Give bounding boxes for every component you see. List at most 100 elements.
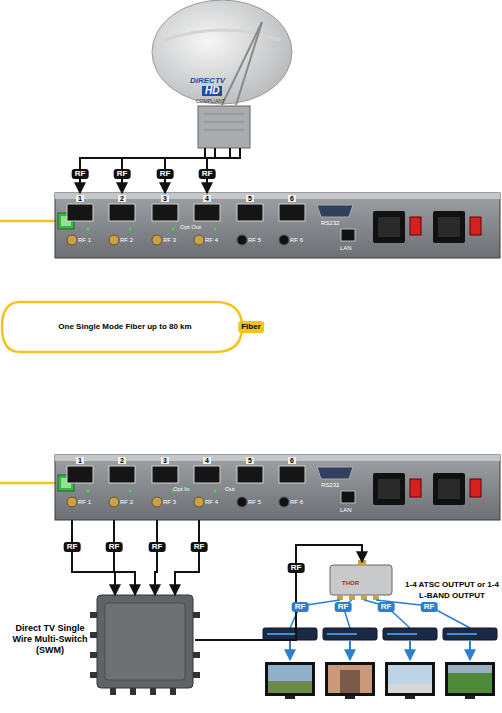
fiber-loop (2, 302, 242, 352)
cable-label: RF (114, 169, 131, 179)
rf-cable (290, 600, 340, 628)
tv-screen (388, 665, 432, 693)
port-label: RF 3 (163, 237, 176, 243)
rf-cable (155, 520, 157, 595)
port-number: 5 (246, 457, 254, 464)
cable-label: RF (288, 563, 305, 573)
multiswitch-port (193, 612, 200, 618)
panel-label: Out (225, 486, 235, 492)
tv-screen (448, 665, 492, 693)
fiber-receiver-unit: 123456RF 1RF 2RF 3RF 4RF 5RF 6Opt InOutR… (55, 455, 500, 520)
receiver (323, 628, 377, 640)
port-number: 6 (288, 195, 296, 202)
multiswitch-port (90, 652, 97, 658)
multiswitch-body (97, 595, 193, 688)
dish-highlight (165, 30, 280, 40)
tv-scene (448, 665, 492, 673)
multiswitch-port (130, 688, 136, 695)
brand-text: COMPLIANT (196, 99, 225, 104)
tv-stand (405, 696, 415, 699)
port-number: 1 (76, 195, 84, 202)
multiswitch-port (110, 688, 116, 695)
tv-stand (345, 696, 355, 699)
port-label: RF 6 (290, 237, 303, 243)
receiver (443, 628, 497, 640)
port-number: 3 (161, 195, 169, 202)
splitter-body (330, 565, 392, 595)
tv-scene (340, 670, 360, 693)
multiswitch-port (150, 688, 156, 695)
splitter-output (337, 595, 343, 600)
cable-label: RF (157, 169, 174, 179)
port-label: RF 1 (78, 499, 91, 505)
port-label: RF 2 (120, 237, 133, 243)
panel-label: RS232 (321, 482, 339, 488)
rack-unit-art (55, 193, 500, 258)
housing-fin (204, 114, 244, 115)
fiber-cable (0, 482, 58, 485)
multiswitch-port (90, 612, 97, 618)
tv-frame (445, 662, 495, 696)
video-arrow (289, 641, 291, 660)
brand-text: THOR (342, 580, 359, 586)
video-arrow (349, 641, 351, 660)
feed-arm (222, 22, 262, 105)
feed-arm (236, 22, 262, 105)
tv-stand (285, 696, 295, 699)
rf-cable (80, 148, 205, 193)
port-label: RF 6 (290, 499, 303, 505)
fiber-note: One Single Mode Fiber up to 80 km (58, 323, 191, 331)
port-label: RF 4 (205, 237, 218, 243)
rf-cable (72, 520, 115, 595)
port-number: 1 (76, 457, 84, 464)
port-number: 4 (203, 195, 211, 202)
output-note: 1-4 ATSC OUTPUT or 1-4 L-BAND OUTPUT (404, 580, 500, 602)
port-number: 2 (118, 457, 126, 464)
panel-label: LAN (340, 245, 352, 251)
satellite-dish: DIRECTVHDCOMPLIANT (150, 0, 300, 148)
fiber-transmitter-unit: 123456RF 1RF 2RF 3RF 4RF 5RF 6Opt OutRS2… (55, 193, 500, 258)
rf-cable (376, 600, 470, 628)
cable-label: RF (292, 602, 309, 612)
cable-label: RF (199, 169, 216, 179)
port-number: 4 (203, 457, 211, 464)
port-number: 5 (246, 195, 254, 202)
cable-label: RF (378, 602, 395, 612)
port-label: RF 5 (248, 499, 261, 505)
panel-label: LAN (340, 507, 352, 513)
multiswitch-face (105, 603, 185, 680)
tv-stand (465, 696, 475, 699)
multiswitch-port (90, 632, 97, 638)
tv-frame (385, 662, 435, 696)
splitter-output (361, 595, 367, 600)
rf-cable (114, 520, 135, 595)
rf-cable (195, 545, 362, 640)
splitter-output (373, 595, 379, 600)
rack-unit-art (55, 455, 500, 520)
rf-cable (165, 148, 230, 193)
splitter: THOR 1-4 ATSC OUTPUT or 1-4 L-BAND OUTPUT (328, 562, 500, 615)
multiswitch-port (193, 672, 200, 678)
panel-label: Opt Out (180, 224, 201, 230)
housing-fin (204, 130, 244, 131)
port-label: RF 2 (120, 499, 133, 505)
cable-label: RF (72, 169, 89, 179)
multiswitch-port (193, 652, 200, 658)
fiber-tag: Fiber (238, 321, 264, 333)
splitter-output (349, 595, 355, 600)
device-label: Direct TV Single Wire Multi-Switch (SWM) (10, 623, 90, 655)
receiver (383, 628, 437, 640)
tv-screen (268, 665, 312, 693)
tv-frame (265, 662, 315, 696)
video-arrow (409, 641, 411, 660)
tv-frame (325, 662, 375, 696)
rf-cable (175, 520, 199, 595)
housing-fin (204, 122, 244, 123)
port-label: RF 4 (205, 499, 218, 505)
tv-screen (328, 665, 372, 693)
port-label: RF 5 (248, 237, 261, 243)
multiswitch-port (170, 688, 176, 695)
video-arrow (469, 641, 471, 660)
rf-cable (122, 148, 215, 193)
